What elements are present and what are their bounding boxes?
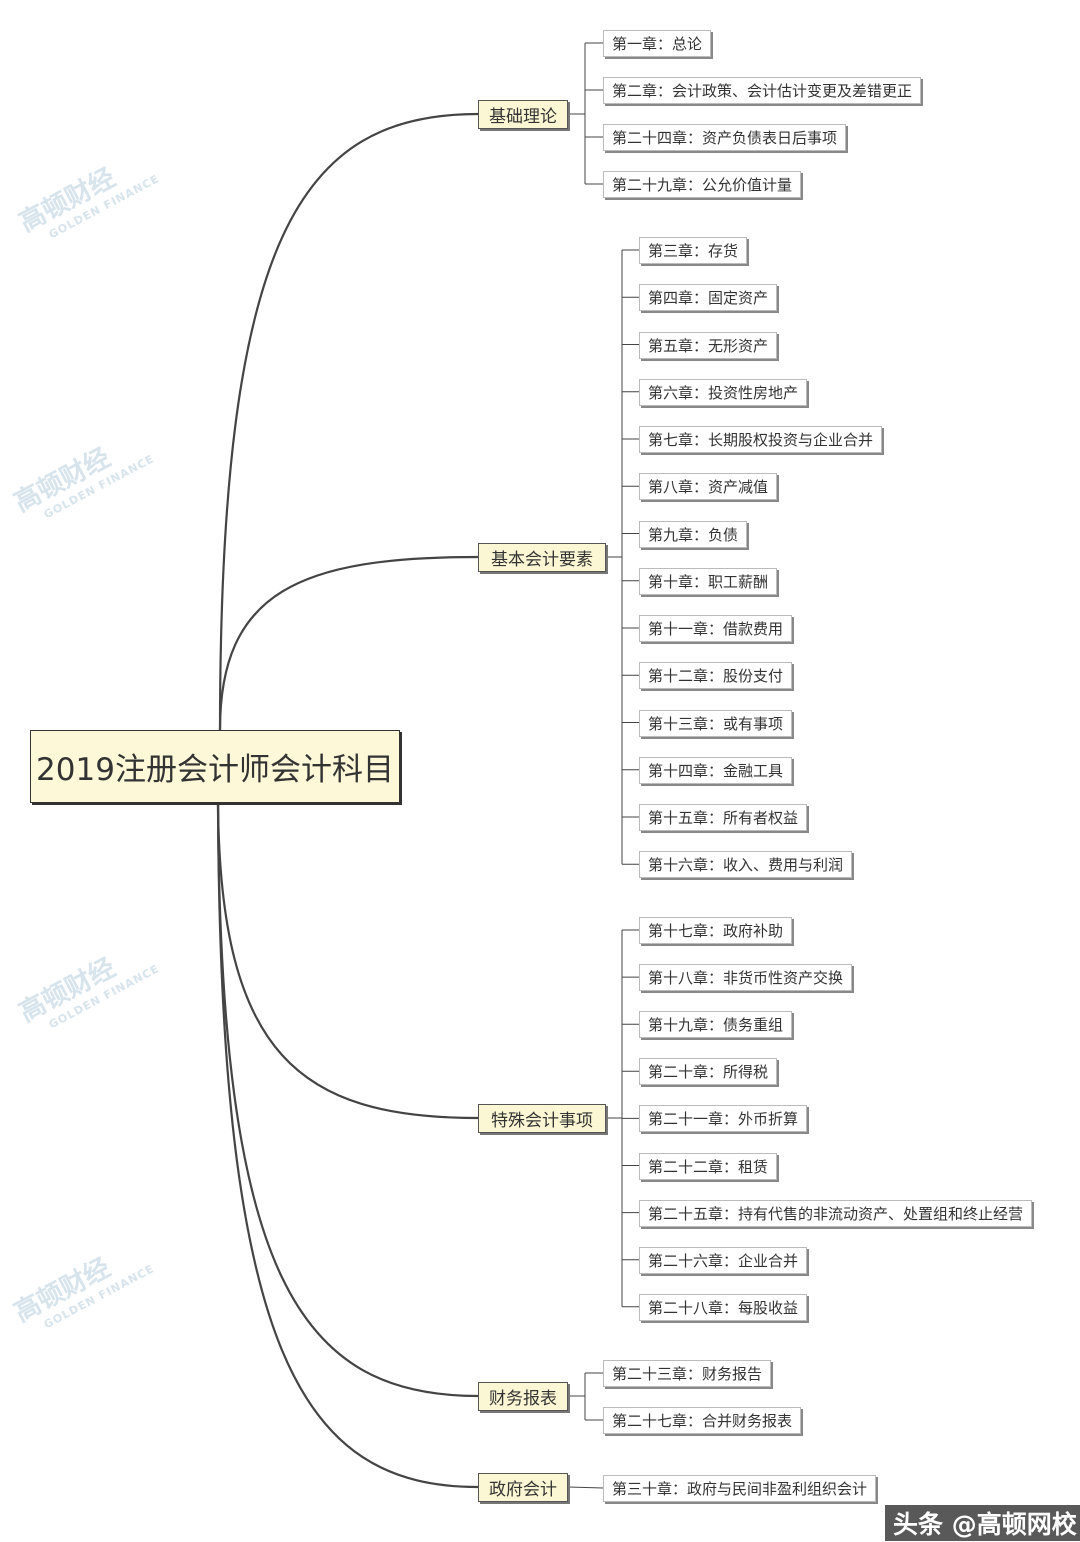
chapter-node[interactable]: 第四章：固定资产 [639,284,778,312]
chapter-node[interactable]: 第十四章：金融工具 [639,756,793,784]
chapter-node[interactable]: 第十二章：股份支付 [639,662,793,690]
chapter-node[interactable]: 第八章：资产减值 [639,473,778,501]
branch-curve [216,802,479,1120]
chapter-node[interactable]: 第二十二章：租赁 [639,1152,778,1180]
chapter-node[interactable]: 第十八章：非货币性资产交换 [639,964,853,992]
branch-node[interactable]: 基本会计要素 [478,543,606,572]
chapter-node[interactable]: 第十九章：债务重组 [639,1011,793,1039]
branch-node[interactable]: 财务报表 [478,1382,568,1411]
chapter-node[interactable]: 第九章：负债 [639,520,748,548]
chapter-node[interactable]: 第七章：长期股权投资与企业合并 [639,426,883,453]
chapter-node[interactable]: 第二十九章：公允价值计量 [603,171,802,198]
chapter-node[interactable]: 第二十章：所得税 [639,1058,778,1086]
root-node[interactable]: 2019注册会计师会计科目 [30,730,400,803]
branch-node[interactable]: 特殊会计事项 [478,1104,606,1133]
chapter-node[interactable]: 第十三章：或有事项 [639,709,793,737]
branch-node[interactable]: 基础理论 [478,100,568,129]
chapter-node[interactable]: 第十章：职工薪酬 [639,567,778,595]
source-badge: 头条 @高顿网校 [885,1505,1080,1541]
chapter-node[interactable]: 第二十三章：财务报告 [603,1360,772,1387]
chapter-node[interactable]: 第十五章：所有者权益 [639,804,808,831]
branch-curve [216,802,479,1398]
chapter-node[interactable]: 第二十八章：每股收益 [639,1293,808,1321]
chapter-node[interactable]: 第十一章：借款费用 [639,615,793,642]
branch-node[interactable]: 政府会计 [478,1473,568,1502]
chapter-node[interactable]: 第三十章：政府与民间非盈利组织会计 [603,1475,877,1502]
leaf-connector [567,1486,604,1489]
chapter-node[interactable]: 第二十七章：合并财务报表 [603,1407,802,1434]
chapter-node[interactable]: 第五章：无形资产 [639,331,778,359]
chapter-node[interactable]: 第二十五章：持有代售的非流动资产、处置组和终止经营 [639,1199,1033,1227]
chapter-node[interactable]: 第二十四章：资产负债表日后事项 [603,124,847,151]
chapter-node[interactable]: 第十七章：政府补助 [639,917,793,944]
chapter-node[interactable]: 第二十六章：企业合并 [639,1246,808,1274]
branch-curve [218,555,479,731]
chapter-node[interactable]: 第六章：投资性房地产 [639,378,808,406]
chapter-node[interactable]: 第三章：存货 [639,237,748,264]
chapter-node[interactable]: 第二章：会计政策、会计估计变更及差错更正 [603,77,922,104]
chapter-node[interactable]: 第二十一章：外币折算 [639,1105,808,1133]
branch-curve [218,112,479,731]
chapter-node[interactable]: 第一章：总论 [603,30,712,57]
branch-curve [216,802,479,1489]
chapter-node[interactable]: 第十六章：收入、费用与利润 [639,851,853,879]
